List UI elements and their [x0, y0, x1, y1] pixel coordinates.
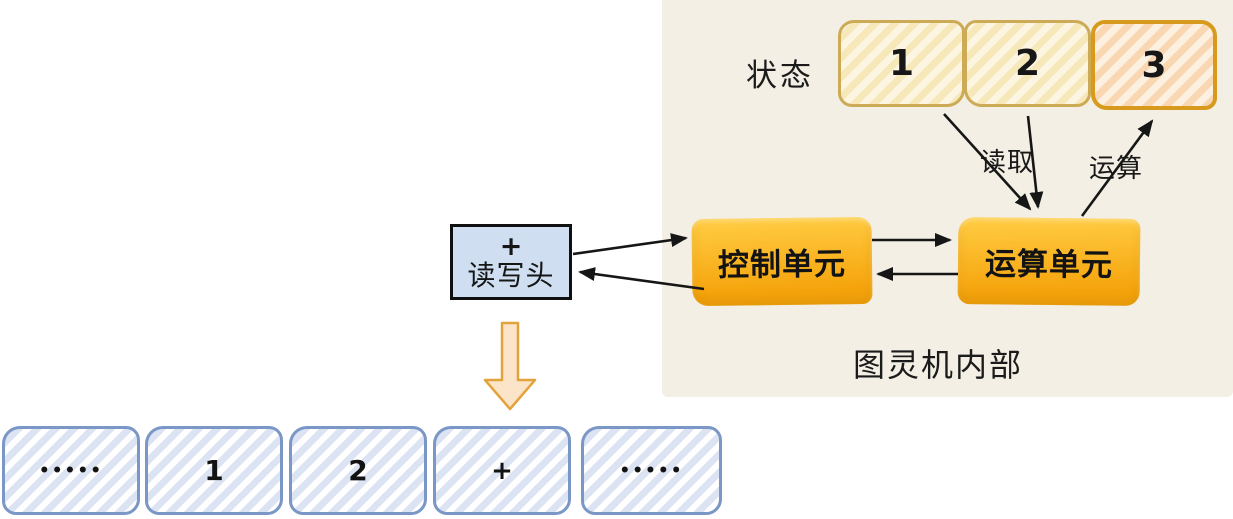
state-box-2: 2 [964, 20, 1091, 107]
tape-cell-2-value: 1 [204, 454, 224, 487]
alu-unit-label: 运算单元 [984, 246, 1114, 284]
tape-cell-ellipsis-right: ••••• [581, 426, 722, 515]
state-3-value: 3 [1141, 44, 1167, 86]
control-unit-label: 控制单元 [717, 246, 847, 284]
tape-cell-plus: + [433, 426, 571, 515]
tape-cell-3-value: 2 [348, 454, 368, 487]
read-write-head-box: + 读写头 [450, 224, 572, 300]
edge-label-compute: 运算 [1089, 154, 1144, 184]
tape-cell-4-value: + [491, 455, 513, 486]
tape-cell-1-value: ••••• [38, 460, 104, 481]
head-current-symbol: + [499, 230, 523, 262]
state-2-value: 2 [1014, 43, 1041, 84]
state-box-3-active: 3 [1091, 20, 1217, 110]
head-label: 读写头 [467, 259, 555, 293]
alu-unit-box: 运算单元 [957, 217, 1141, 306]
edge-label-read: 读取 [980, 148, 1035, 178]
tape-cell-1: 1 [145, 426, 283, 515]
tape-cell-ellipsis-left: ••••• [2, 426, 140, 515]
tape-cell-5-value: ••••• [619, 460, 684, 481]
state-label: 状态 [746, 58, 814, 94]
big-down-arrow-icon [483, 321, 537, 411]
state-1-value: 1 [888, 43, 915, 84]
tape-cell-2: 2 [289, 426, 427, 515]
control-unit-box: 控制单元 [691, 216, 873, 307]
state-box-1: 1 [838, 20, 965, 107]
panel-title: 图灵机内部 [853, 346, 1024, 384]
